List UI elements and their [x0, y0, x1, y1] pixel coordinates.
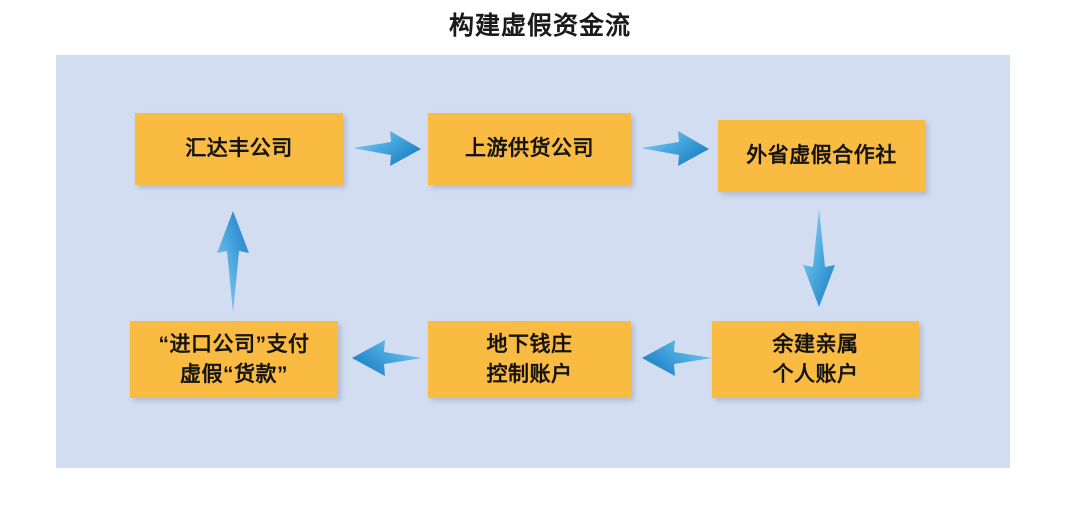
flow-node-huidafeng[interactable]: 汇达丰公司: [135, 113, 343, 185]
flow-node-label: 汇达丰公司: [185, 137, 293, 160]
arrow-right-icon: [353, 131, 421, 166]
flow-node-label: 上游供货公司: [465, 137, 594, 160]
flow-node-label: “进口公司”支付 虚假“货款”: [158, 332, 310, 386]
flow-node-underground-bank-account[interactable]: 地下钱庄 控制账户: [428, 321, 631, 398]
flow-node-relative-personal-account[interactable]: 余建亲属 个人账户: [712, 321, 919, 398]
page-title: 构建虚假资金流: [448, 12, 631, 40]
arrow-up-icon: [217, 211, 249, 313]
arrow-left-icon: [352, 340, 422, 376]
flow-node-out-of-province-coop[interactable]: 外省虚假合作社: [718, 120, 925, 192]
flow-node-label: 外省虚假合作社: [746, 144, 897, 167]
flow-node-label: 地下钱庄 控制账户: [486, 332, 573, 386]
flow-diagram-panel: 汇达丰公司 上游供货公司 外省虚假合作社 “进口公司”支付 虚假“货款” 地下钱…: [56, 55, 1010, 468]
arrow-left-icon: [642, 340, 712, 376]
flow-node-import-company-payment[interactable]: “进口公司”支付 虚假“货款”: [130, 321, 338, 398]
flow-node-upstream-supplier[interactable]: 上游供货公司: [428, 113, 631, 185]
flow-node-label: 余建亲属 个人账户: [772, 332, 859, 386]
arrow-down-icon: [803, 209, 835, 307]
arrow-right-icon: [641, 131, 709, 166]
